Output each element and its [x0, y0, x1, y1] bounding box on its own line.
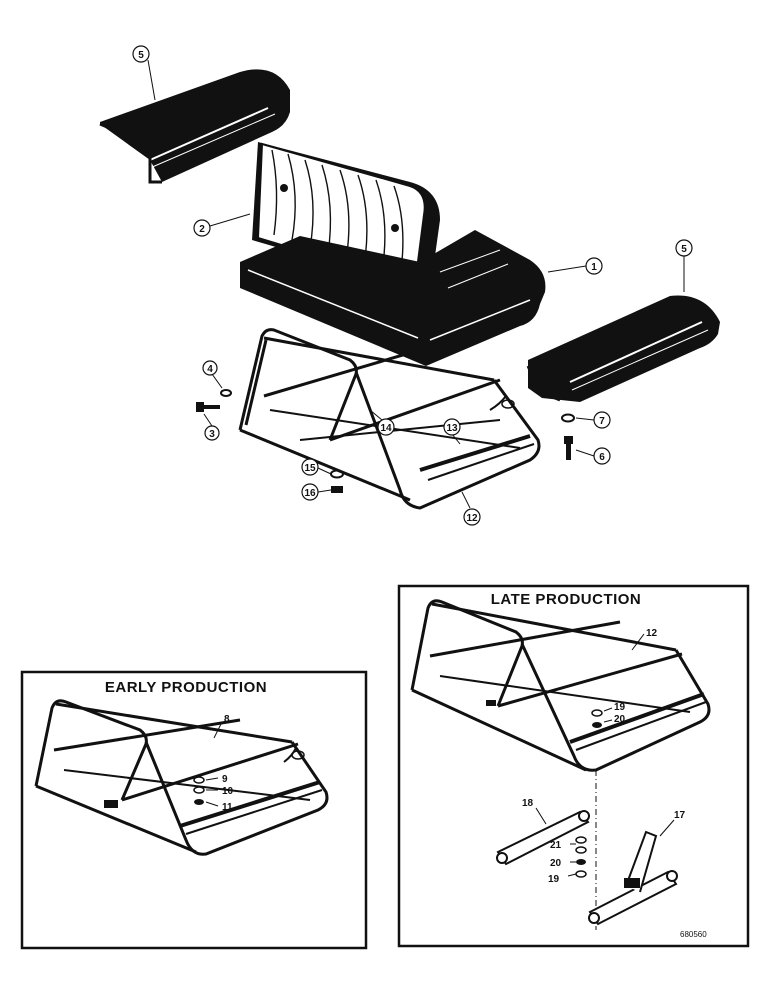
- label-19-lower: 19: [548, 873, 577, 885]
- callout-15: 15: [301, 458, 332, 476]
- label-21: 21: [550, 840, 576, 851]
- reference-number: 680560: [680, 930, 707, 939]
- seat-frame-early: [34, 699, 329, 856]
- svg-text:19: 19: [614, 702, 626, 713]
- washer-4: [220, 389, 232, 397]
- seat-frame-main: [238, 328, 541, 510]
- label-8: 8: [213, 714, 230, 739]
- callout-3: 3: [203, 413, 220, 441]
- callout-14: 14: [369, 409, 395, 436]
- svg-text:8: 8: [224, 714, 230, 725]
- svg-text:20: 20: [550, 858, 562, 869]
- seat-cushion: [240, 230, 546, 366]
- callout-4: 4: [202, 360, 223, 389]
- svg-text:3: 3: [209, 429, 215, 440]
- svg-text:13: 13: [446, 423, 458, 434]
- armrest-cushion-left: [99, 69, 290, 184]
- pivot-bar-18: [496, 810, 590, 866]
- svg-text:16: 16: [304, 488, 316, 499]
- callout-12: 12: [461, 491, 481, 526]
- callout-2: 2: [193, 213, 251, 237]
- svg-text:21: 21: [550, 840, 562, 851]
- svg-text:7: 7: [599, 416, 605, 427]
- label-19-upper: 19: [603, 702, 626, 713]
- svg-text:4: 4: [207, 364, 213, 375]
- svg-text:1: 1: [591, 262, 597, 273]
- svg-text:9: 9: [222, 774, 228, 785]
- svg-text:11: 11: [222, 802, 233, 813]
- early-production-panel: EARLY PRODUCTION 8 9 10: [20, 670, 368, 950]
- label-17: 17: [659, 810, 686, 837]
- callout-5-right: 5: [675, 239, 693, 292]
- label-20-upper: 20: [603, 714, 626, 725]
- svg-text:6: 6: [599, 452, 605, 463]
- svg-text:19: 19: [548, 874, 560, 885]
- svg-text:17: 17: [674, 810, 686, 821]
- label-11: 11: [205, 801, 233, 813]
- armrest-cushion-right: [526, 295, 720, 402]
- svg-text:15: 15: [304, 463, 316, 474]
- svg-text:10: 10: [222, 786, 234, 797]
- late-production-title: LATE PRODUCTION: [491, 591, 642, 608]
- late-production-panel: LATE PRODUCTION: [397, 584, 750, 948]
- svg-text:12: 12: [466, 513, 478, 524]
- svg-text:2: 2: [199, 224, 205, 235]
- seat-frame-late: [410, 599, 711, 772]
- label-12: 12: [631, 628, 658, 651]
- label-9: 9: [205, 774, 228, 785]
- svg-text:5: 5: [138, 50, 144, 61]
- svg-text:14: 14: [380, 423, 392, 434]
- label-10: 10: [206, 786, 234, 797]
- svg-text:20: 20: [614, 714, 626, 725]
- nut-16: [331, 486, 343, 493]
- washer-7: [561, 413, 575, 423]
- callout-7: 7: [575, 411, 611, 429]
- callout-16: 16: [301, 483, 332, 501]
- support-bracket-17: [588, 830, 678, 926]
- bolt-3: [196, 402, 220, 412]
- svg-text:12: 12: [646, 628, 658, 639]
- svg-text:5: 5: [681, 244, 687, 255]
- callout-5-left: 5: [132, 45, 156, 101]
- label-18: 18: [522, 798, 547, 825]
- callout-13: 13: [443, 418, 461, 445]
- early-production-title: EARLY PRODUCTION: [105, 679, 267, 696]
- callout-6: 6: [575, 447, 611, 465]
- bolt-6: [564, 436, 573, 460]
- callout-1: 1: [547, 257, 603, 275]
- svg-text:18: 18: [522, 798, 534, 809]
- label-20-lower: 20: [550, 858, 576, 869]
